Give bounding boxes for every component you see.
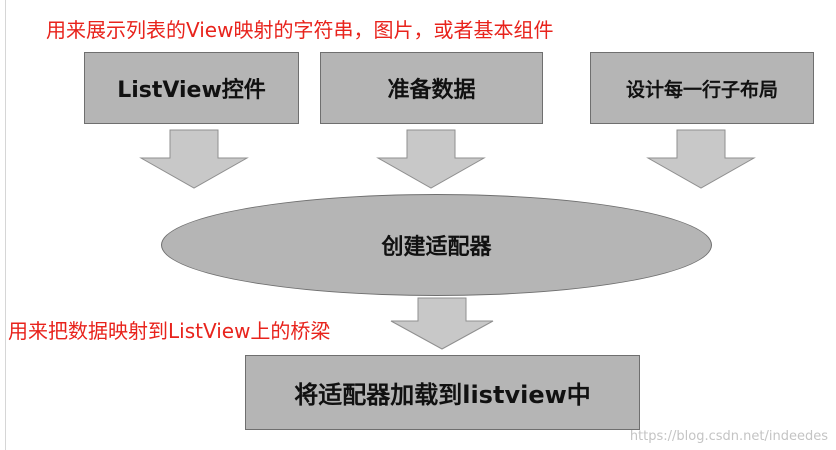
box-prepare-data: 准备数据 [320, 52, 543, 124]
arrow-data-to-adapter [376, 129, 486, 189]
box-load-adapter: 将适配器加载到listview中 [245, 355, 640, 430]
annotation-top: 用来展示列表的View映射的字符串，图片，或者基本组件 [46, 18, 554, 42]
arrow-adapter-to-load [390, 297, 494, 350]
arrow-layout-to-adapter [646, 129, 756, 189]
ellipse-create-adapter: 创建适配器 [161, 194, 712, 296]
box-row-layout: 设计每一行子布局 [590, 52, 814, 124]
arrow-listview-to-adapter [139, 129, 249, 189]
watermark: https://blog.csdn.net/indeedes [629, 429, 828, 444]
box-listview-widget: ListView控件 [84, 52, 299, 124]
left-rule [5, 0, 6, 450]
annotation-bridge: 用来把数据映射到ListView上的桥梁 [8, 319, 331, 343]
